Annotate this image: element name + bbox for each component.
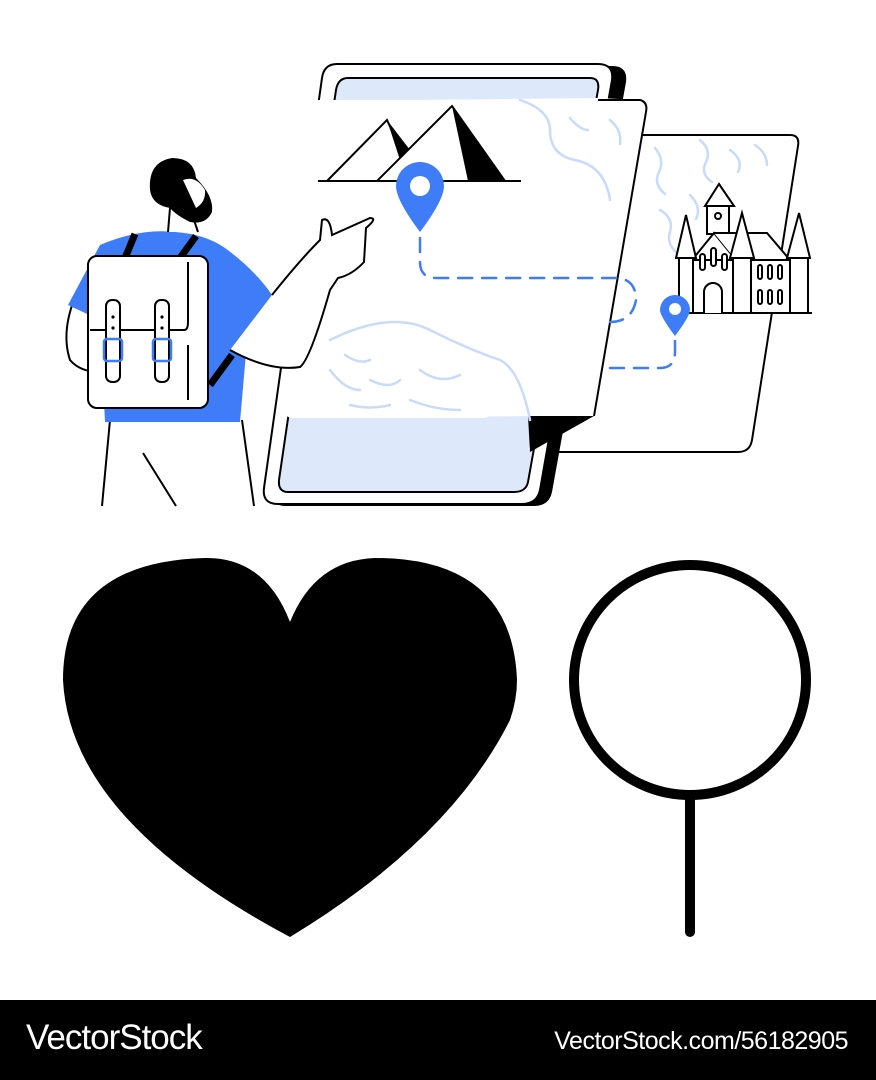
brand-logo: VectorStock: [26, 1018, 203, 1057]
backpack: [87, 255, 209, 409]
mountains-icon: [318, 104, 521, 182]
dashed-route: [418, 236, 677, 370]
watermark-footer: VectorStock VectorStock.com/56182905: [0, 1000, 876, 1080]
castle-icon: [674, 182, 812, 314]
location-pin-icon: [396, 162, 444, 232]
traveler: [65, 158, 375, 507]
location-pin-small-icon: [660, 295, 690, 336]
illustration: [63, 63, 812, 937]
stock-id-link[interactable]: VectorStock.com/56182905: [554, 1027, 848, 1055]
magnifier-icon: [569, 560, 811, 937]
heart-icon: [63, 557, 517, 937]
